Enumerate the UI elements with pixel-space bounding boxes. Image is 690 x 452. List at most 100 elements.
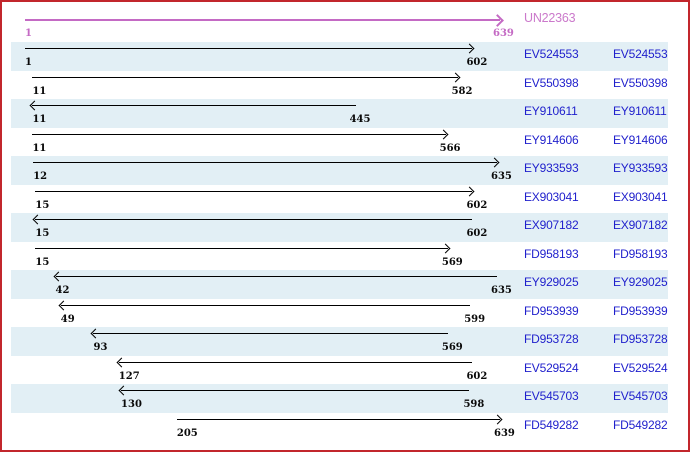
alignment-row: 12 635 EY933593 EY933593 (2, 156, 688, 185)
arrowhead-right-icon (450, 72, 460, 82)
accession-link-left[interactable]: EX907182 (524, 218, 579, 232)
alignment-arrow[interactable] (32, 72, 460, 82)
accession-link-left[interactable]: EY910611 (524, 104, 578, 118)
accession-link-left[interactable]: EV550398 (524, 75, 579, 90)
alignment-end-coordinate: 602 (466, 228, 488, 239)
alignment-start-coordinate: 42 (55, 285, 70, 296)
accession-link-right[interactable]: FD953728 (613, 332, 668, 346)
alignment-row: 11 445 EY910611 EY910611 (2, 99, 688, 128)
alignment-start-coordinate: 1 (25, 57, 32, 68)
alignment-arrow[interactable] (25, 43, 475, 54)
accession-link-right[interactable]: EV524553 (613, 47, 668, 61)
accession-link-right[interactable]: EY933593 (613, 161, 668, 175)
arrowhead-left-icon (53, 271, 63, 282)
alignment-end-coordinate: 602 (466, 199, 488, 211)
alignment-end-coordinate: 566 (439, 142, 461, 154)
alignment-end-coordinate: 602 (466, 57, 488, 68)
accession-link-right[interactable]: FD549282 (613, 417, 668, 432)
alignment-end-coordinate: 598 (463, 399, 485, 410)
alignment-arrow[interactable] (32, 214, 473, 225)
alignment-start-coordinate: 205 (176, 427, 198, 439)
alignment-end-coordinate: 639 (494, 427, 515, 439)
alignment-rows: 1 602 EV524553 EV524553 11 582 EV550398 … (2, 42, 688, 441)
accession-link-left[interactable]: EV529524 (524, 360, 579, 375)
alignment-row: 127 602 EV529524 EV529524 (2, 356, 688, 385)
alignment-row: 11 582 EV550398 EV550398 (2, 71, 688, 100)
accession-link-left[interactable]: EV545703 (524, 389, 579, 403)
alignment-arrow[interactable] (33, 157, 500, 168)
arrowhead-left-icon (118, 385, 129, 396)
accession-link-right[interactable]: EV550398 (613, 75, 668, 90)
accession-link-left[interactable]: EY914606 (524, 132, 579, 147)
arrowhead-left-icon (32, 214, 43, 225)
reference-arrow[interactable] (25, 13, 504, 27)
alignment-arrow[interactable] (118, 385, 470, 396)
alignment-end-coordinate: 582 (451, 85, 473, 97)
accession-link-left[interactable]: FD958193 (524, 246, 579, 261)
alignment-row: 15 602 EX907182 EX907182 (2, 213, 688, 242)
alignment-start-coordinate: 15 (35, 199, 50, 211)
alignment-arrow[interactable] (58, 300, 471, 310)
accession-link-right[interactable]: EY910611 (613, 104, 667, 118)
alignment-start-coordinate: 93 (93, 342, 108, 353)
alignment-end-coordinate: 635 (491, 171, 512, 182)
alignment-row: 1 602 EV524553 EV524553 (2, 42, 688, 71)
alignment-arrow[interactable] (116, 357, 473, 367)
arrowhead-right-icon (438, 129, 449, 139)
alignment-start-coordinate: 15 (35, 256, 50, 268)
accession-link-left[interactable]: FD953728 (524, 332, 579, 346)
alignment-arrow[interactable] (53, 271, 497, 282)
alignment-arrow[interactable] (176, 414, 503, 424)
alignment-row: 11 566 EY914606 EY914606 (2, 128, 688, 157)
alignment-start-coordinate: 127 (118, 370, 140, 382)
accession-link-right[interactable]: EX903041 (613, 189, 668, 204)
alignment-start-coordinate: 49 (60, 313, 75, 325)
reference-end-coordinate: 639 (493, 28, 514, 39)
alignment-arrow[interactable] (35, 243, 451, 253)
arrowhead-right-icon (440, 243, 451, 253)
alignment-row: 130 598 EV545703 EV545703 (2, 384, 688, 413)
arrowhead-right-icon (464, 186, 475, 196)
accession-link-right[interactable]: FD953939 (613, 303, 668, 318)
alignment-row: 205 639 FD549282 FD549282 (2, 413, 688, 442)
alignment-row: 49 599 FD953939 FD953939 (2, 299, 688, 328)
accession-link-left[interactable]: EV524553 (524, 47, 579, 61)
arrowhead-right-icon (464, 43, 475, 54)
alignment-arrow[interactable] (32, 129, 449, 139)
accession-link-left[interactable]: EX903041 (524, 189, 579, 204)
accession-link-right[interactable]: EY929025 (613, 275, 668, 289)
alignment-row: 15 602 EX903041 EX903041 (2, 185, 688, 214)
accession-link-left[interactable]: EY933593 (524, 161, 579, 175)
alignment-end-coordinate: 569 (441, 342, 463, 353)
alignment-row: 42 635 EY929025 EY929025 (2, 270, 688, 299)
alignment-end-coordinate: 569 (441, 256, 463, 268)
alignment-start-coordinate: 11 (32, 114, 47, 125)
accession-link-right[interactable]: EY914606 (613, 132, 668, 147)
arrowhead-left-icon (58, 300, 69, 310)
accession-link-right[interactable]: FD958193 (613, 246, 668, 261)
alignment-arrow[interactable] (29, 100, 356, 111)
accession-link-right[interactable]: EV545703 (613, 389, 668, 403)
alignment-end-coordinate: 599 (464, 313, 486, 325)
reference-start-coordinate: 1 (25, 28, 32, 39)
accession-link-left[interactable]: FD953939 (524, 303, 579, 318)
reference-name-link[interactable]: UN22363 (524, 11, 576, 25)
alignment-start-coordinate: 12 (33, 171, 48, 182)
alignment-row: 93 569 FD953728 FD953728 (2, 327, 688, 356)
alignment-end-coordinate: 635 (491, 285, 512, 296)
arrowhead-left-icon (29, 100, 40, 111)
arrowhead-right-icon (489, 157, 500, 168)
accession-link-left[interactable]: FD549282 (524, 417, 579, 432)
alignment-end-coordinate: 602 (466, 370, 488, 382)
accession-link-right[interactable]: EX907182 (613, 218, 668, 232)
alignment-arrow[interactable] (91, 328, 448, 339)
alignment-arrow[interactable] (35, 186, 475, 196)
accession-link-left[interactable]: EY929025 (524, 275, 579, 289)
alignment-start-coordinate: 11 (32, 85, 47, 97)
alignment-end-coordinate: 445 (349, 114, 371, 125)
alignment-start-coordinate: 11 (32, 142, 47, 154)
alignment-start-coordinate: 15 (35, 228, 50, 239)
arrowhead-right-icon (492, 414, 503, 424)
accession-link-right[interactable]: EV529524 (613, 360, 668, 375)
